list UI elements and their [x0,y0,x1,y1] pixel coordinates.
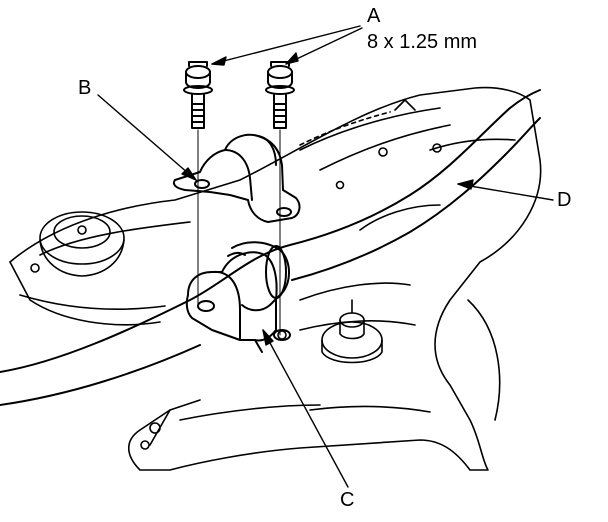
leader-c [262,329,349,488]
leader-d [457,179,554,201]
label-d: D [557,189,572,211]
bolt-right [265,61,295,129]
leader-a [211,25,363,66]
label-a: A [367,5,381,27]
upper-bracket [172,133,301,223]
leader-b [97,94,197,181]
bolt-left [183,61,213,129]
subframe-nut [321,299,383,364]
label-b: B [78,77,92,99]
subframe-boss [39,211,125,277]
subframe [9,86,542,471]
stabilizer-bar [0,89,541,406]
label-c: C [340,489,355,511]
alignment-lines [197,129,281,336]
label-a-bolt-size: 8 x 1.25 mm [367,31,478,53]
lower-bracket [185,251,291,353]
